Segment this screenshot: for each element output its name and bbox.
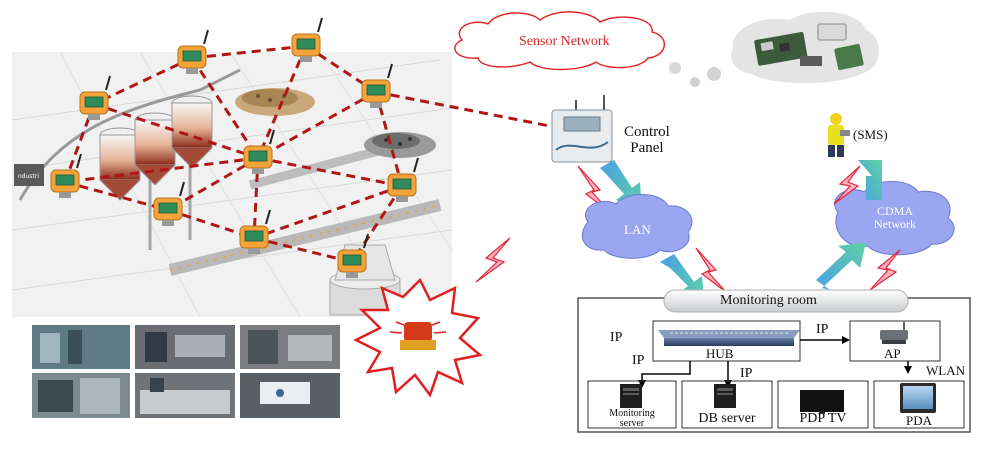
hub-device <box>658 330 800 346</box>
gas-sensor-icon <box>387 157 419 202</box>
site-photos <box>32 325 340 418</box>
control-panel-device <box>551 95 613 163</box>
sms-label: (SMS) <box>853 127 888 142</box>
device-frame <box>681 380 773 429</box>
wlan-label: WLAN <box>926 363 965 378</box>
cdma-cloud <box>834 181 955 256</box>
gravel-pile <box>235 88 315 116</box>
ap-device <box>880 322 908 344</box>
server-icon <box>620 384 642 408</box>
monitoring-room-label: Monitoring room <box>720 293 817 308</box>
sensor-link <box>375 90 561 130</box>
control-panel-label: Control Panel <box>624 124 670 156</box>
tank <box>171 95 213 169</box>
monitoring-room-bar <box>663 289 909 313</box>
hub-frame <box>652 320 801 362</box>
lightning-icon <box>869 249 901 291</box>
ap-label: AP <box>884 346 901 361</box>
arrow-hub-to-ap <box>800 336 850 344</box>
ip-label-left: IP <box>610 330 623 345</box>
device-frame <box>873 380 965 429</box>
sensor-nodes <box>50 17 419 278</box>
arrow-room-to-cdma <box>816 242 866 290</box>
server-icon <box>714 384 736 408</box>
lightning-icon <box>475 237 511 283</box>
arrow-lan-to-room <box>660 254 704 300</box>
gravel-pile <box>364 132 436 158</box>
sensor-link <box>167 156 259 212</box>
sensor-boards-image <box>754 23 864 71</box>
hub-label: HUB <box>706 346 734 361</box>
device-label-monitoring-server: Monitoring server <box>609 408 655 429</box>
device-label-pdp-tv: PDP TV <box>799 411 847 426</box>
ip-label-db: IP <box>740 366 753 381</box>
sensor-link <box>350 185 404 263</box>
cdma-label: CDMA Network <box>874 204 916 231</box>
tank <box>99 127 141 201</box>
sensor-link <box>191 44 307 60</box>
gas-sensor-icon <box>239 209 271 254</box>
pda-icon <box>900 383 936 413</box>
ap-frame <box>849 320 941 362</box>
ip-label-monitoring: IP <box>632 353 645 368</box>
sensor-network-label: Sensor Network <box>519 34 610 49</box>
sensor-link <box>253 184 403 240</box>
svg-text:ndustri: ndustri <box>18 173 39 180</box>
gas-sensor-icon <box>243 129 275 174</box>
device-label-db-server: DB server <box>698 411 756 426</box>
worker-figure <box>828 113 850 157</box>
arrow-cdma-to-worker <box>858 160 882 200</box>
sensor-link <box>253 236 353 264</box>
tv-icon <box>800 390 844 414</box>
device-label-pda: PDA <box>905 413 932 428</box>
sensor-link <box>257 156 403 188</box>
sensor-link <box>257 90 377 160</box>
sensor-link <box>93 102 259 160</box>
sensor-link <box>252 157 260 239</box>
gas-sensor-icon <box>291 17 323 62</box>
ip-label-hub-ap: IP <box>816 322 829 337</box>
sensor-link <box>64 156 259 184</box>
alarm-burst <box>353 277 483 398</box>
gas-sensor-icon <box>50 153 82 198</box>
gas-sensor-icon <box>337 233 369 278</box>
sensor-link <box>256 45 308 159</box>
sensor-link <box>64 180 169 212</box>
lan-label: LAN <box>624 222 651 237</box>
sensor-link <box>190 57 260 159</box>
device-frame <box>587 380 677 429</box>
lan-cloud <box>582 193 693 259</box>
gas-sensor-icon <box>153 181 185 226</box>
gas-sensor-icon <box>177 29 209 74</box>
sensor-network-cloud <box>454 11 665 71</box>
gas-sensor-icon <box>361 63 393 108</box>
arrow-head <box>904 366 912 374</box>
lightning-icon <box>833 165 861 205</box>
device-frame <box>777 380 869 429</box>
gas-sensor-icon <box>79 75 111 120</box>
sensor-link <box>93 56 193 106</box>
